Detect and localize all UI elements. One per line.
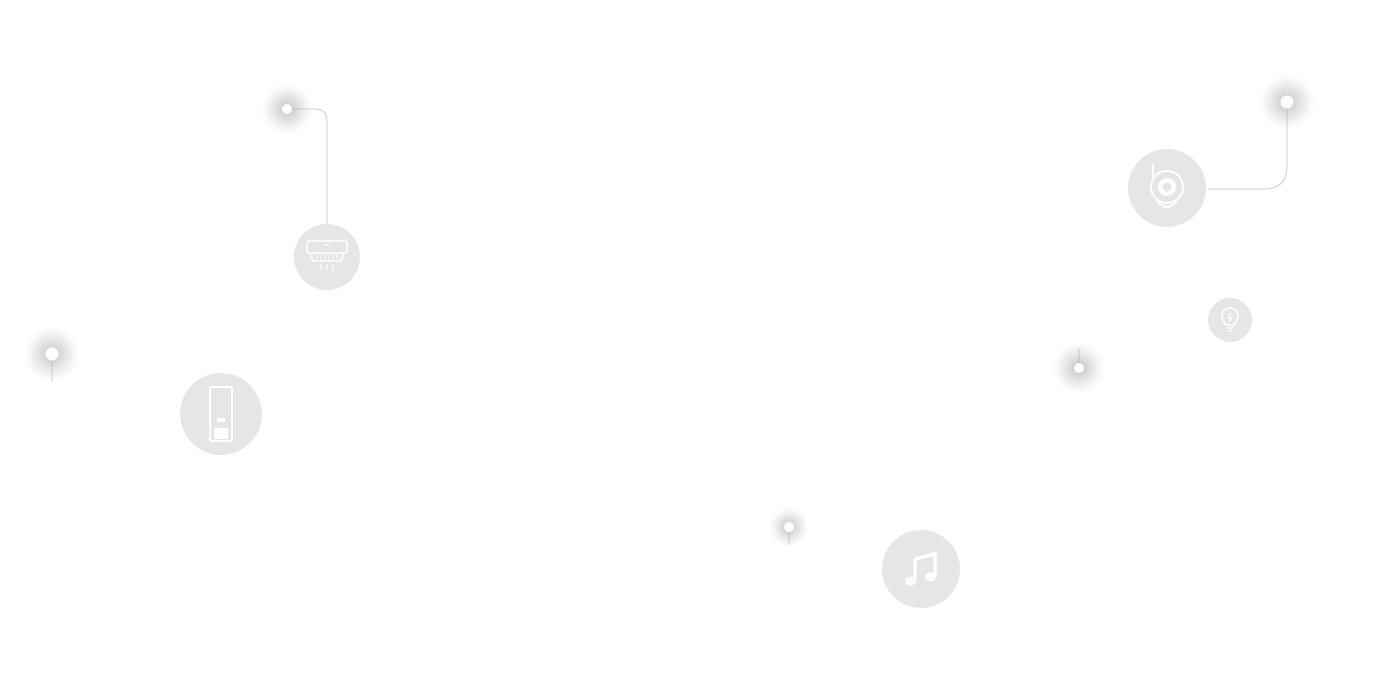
door-lock-icon <box>209 386 233 442</box>
hotspot-bulb[interactable] <box>1053 342 1105 394</box>
device-smart-lock[interactable] <box>180 373 262 455</box>
hotspot-range-hood[interactable] <box>261 83 313 135</box>
hotspot-dot <box>282 104 292 114</box>
hotspot-dot <box>45 347 59 361</box>
device-range-hood[interactable] <box>294 224 360 290</box>
device-security-camera[interactable] <box>1128 149 1206 227</box>
range-hood-icon <box>306 240 348 271</box>
device-speaker[interactable] <box>882 530 960 608</box>
hotspot-speaker[interactable] <box>769 507 809 547</box>
hotspot-dot <box>1074 363 1084 373</box>
hotspot-dot <box>784 522 794 532</box>
music-note-icon <box>905 552 937 586</box>
connector-range-hood <box>287 108 328 226</box>
lightbulb-icon <box>1221 307 1239 332</box>
hotspot-smart-lock[interactable] <box>24 326 80 382</box>
hotspot-dot <box>1280 95 1294 109</box>
device-smart-bulb[interactable] <box>1208 298 1252 342</box>
camera-icon <box>1150 163 1184 208</box>
hotspot-camera[interactable] <box>1259 74 1315 130</box>
connector-camera <box>1208 102 1288 190</box>
